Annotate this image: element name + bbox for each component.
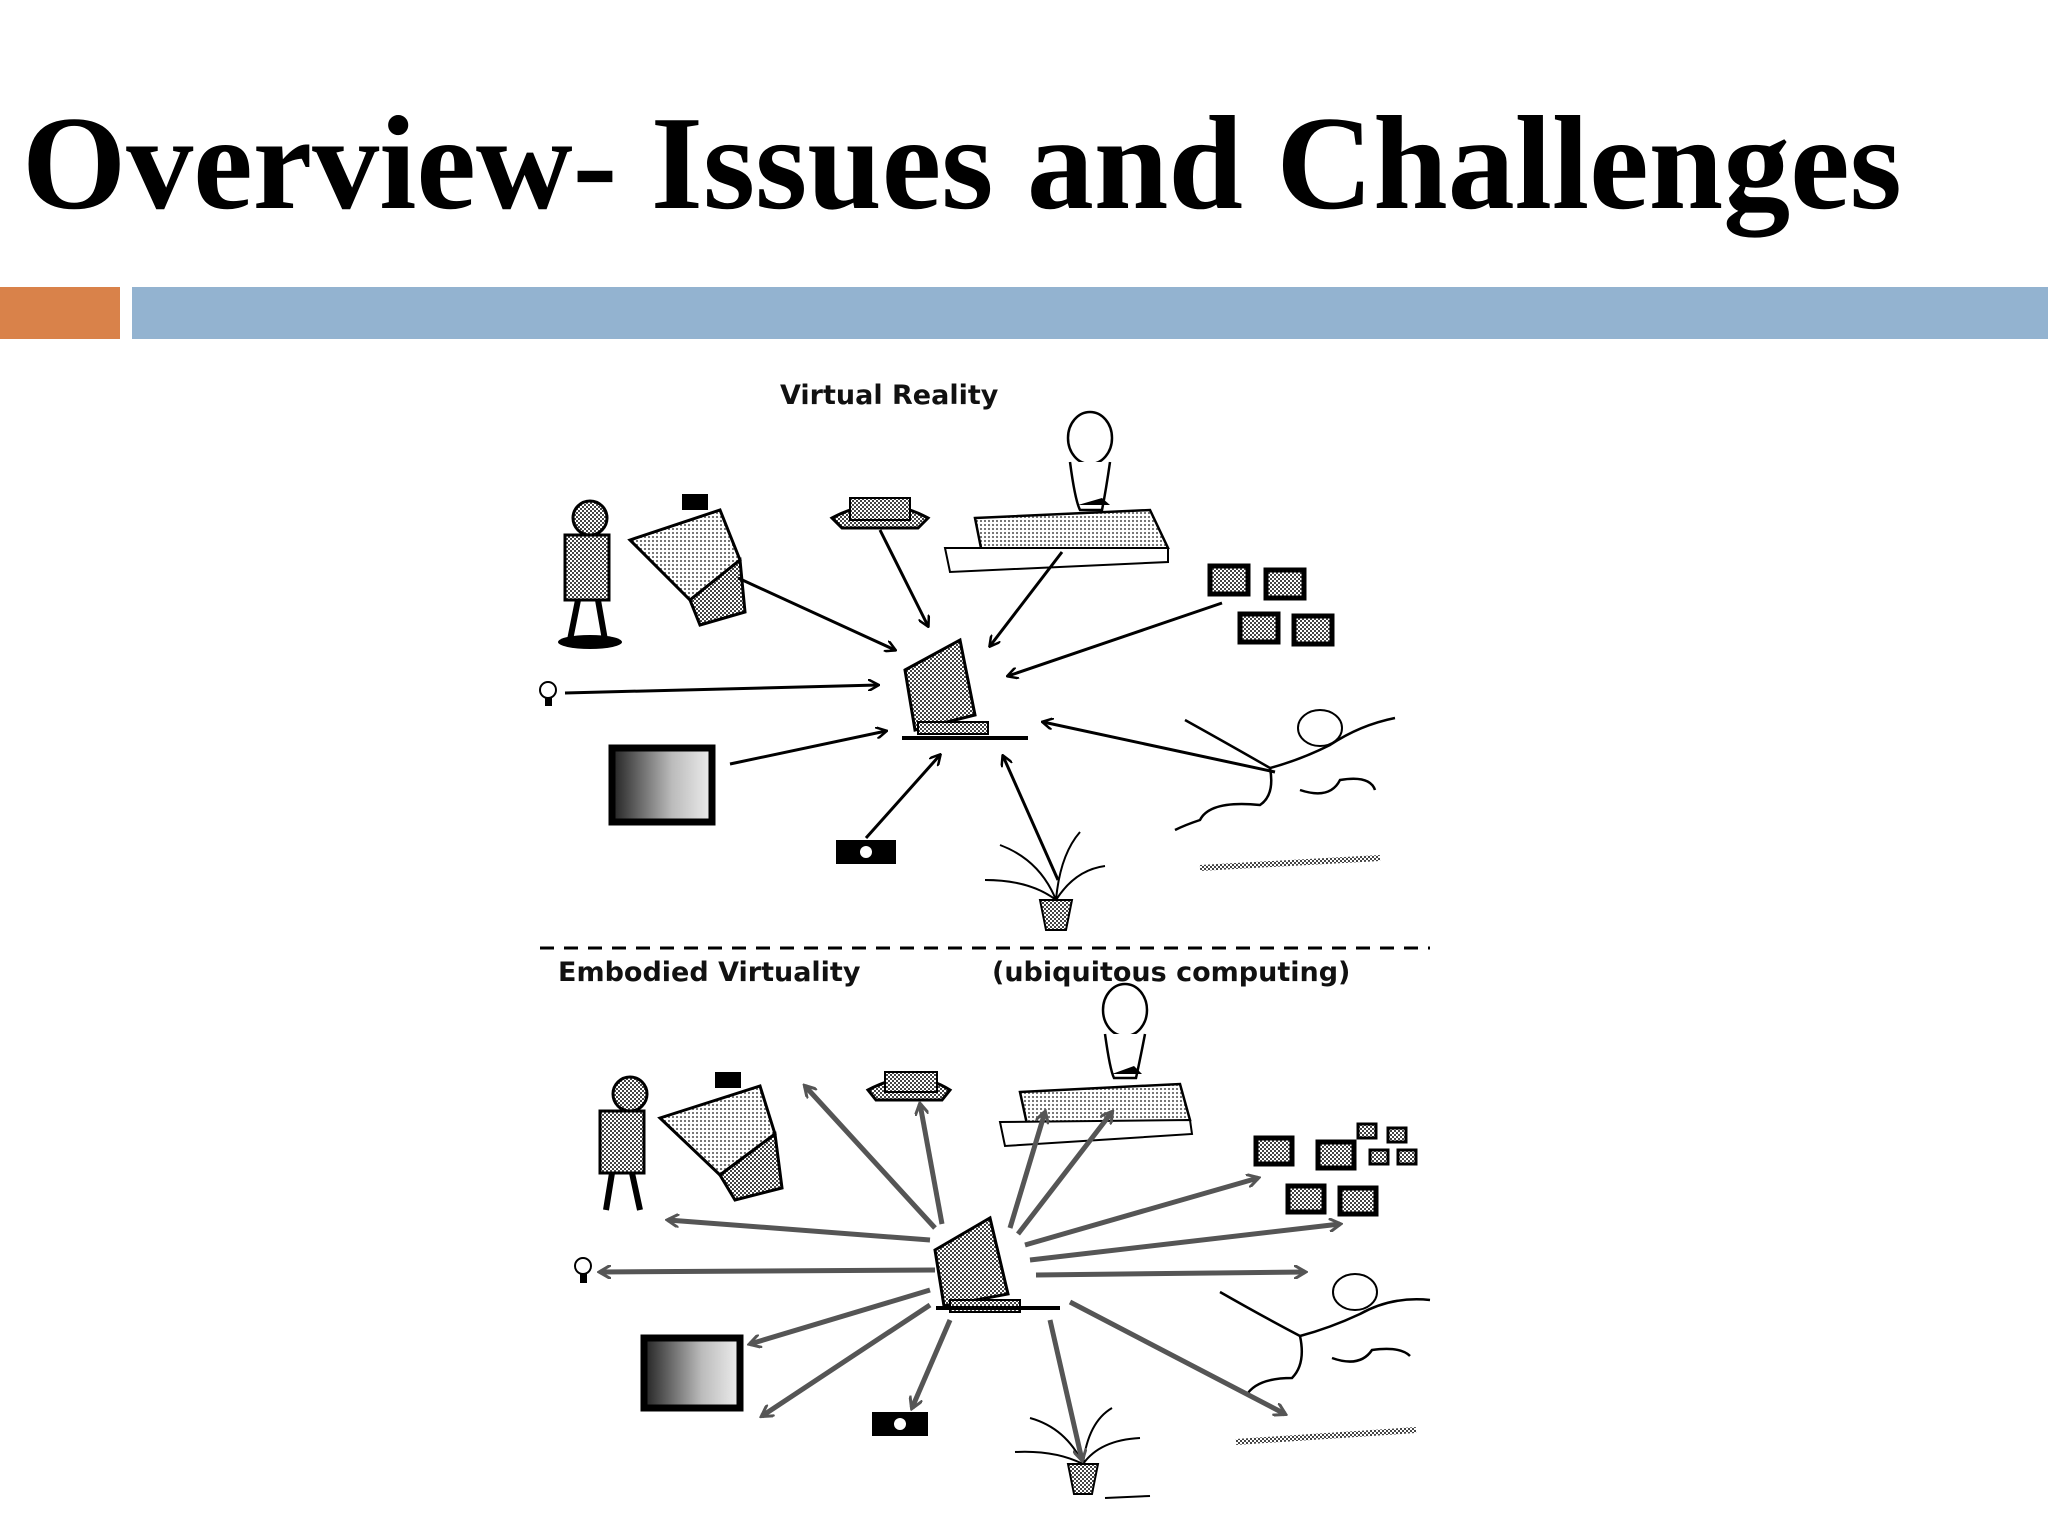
plant-icon	[984, 831, 1106, 931]
dancer-icon	[1174, 709, 1396, 871]
telephone-icon	[829, 497, 931, 530]
slide-title: Overview- Issues and Challenges	[22, 89, 1902, 237]
ubicomp-arrows	[600, 1086, 1340, 1460]
telephone-icon-bottom	[865, 1071, 953, 1102]
title-accent-bar	[0, 287, 120, 339]
drafter-icon	[558, 494, 747, 649]
drafter-icon-bottom	[598, 1072, 784, 1211]
light-bulb-icon	[539, 681, 557, 706]
vr-arrows	[564, 529, 1276, 881]
dancer-icon-bottom	[1219, 1273, 1431, 1445]
camera-icon-bottom	[872, 1412, 928, 1436]
ubicomp-computer-icon	[933, 1215, 1060, 1313]
person-at-desk-icon	[943, 410, 1170, 574]
ubiquitous-computing-label: (ubiquitous computing)	[992, 957, 1350, 988]
virtual-reality-label: Virtual Reality	[780, 380, 999, 411]
screen-display-icon	[608, 744, 716, 826]
camera-icon	[836, 840, 896, 864]
plant-icon-bottom	[1014, 1407, 1151, 1499]
display-tiles-icon	[1207, 563, 1335, 647]
title-underline-bar	[132, 287, 2048, 339]
display-tiles-icon-bottom	[1253, 1122, 1418, 1217]
person-at-desk-icon-bottom	[998, 982, 1194, 1148]
light-bulb-icon-bottom	[574, 1257, 592, 1283]
vr-computer-icon	[902, 637, 1028, 740]
screen-display-icon-bottom	[640, 1334, 744, 1412]
embodied-virtuality-label: Embodied Virtuality	[558, 957, 861, 988]
